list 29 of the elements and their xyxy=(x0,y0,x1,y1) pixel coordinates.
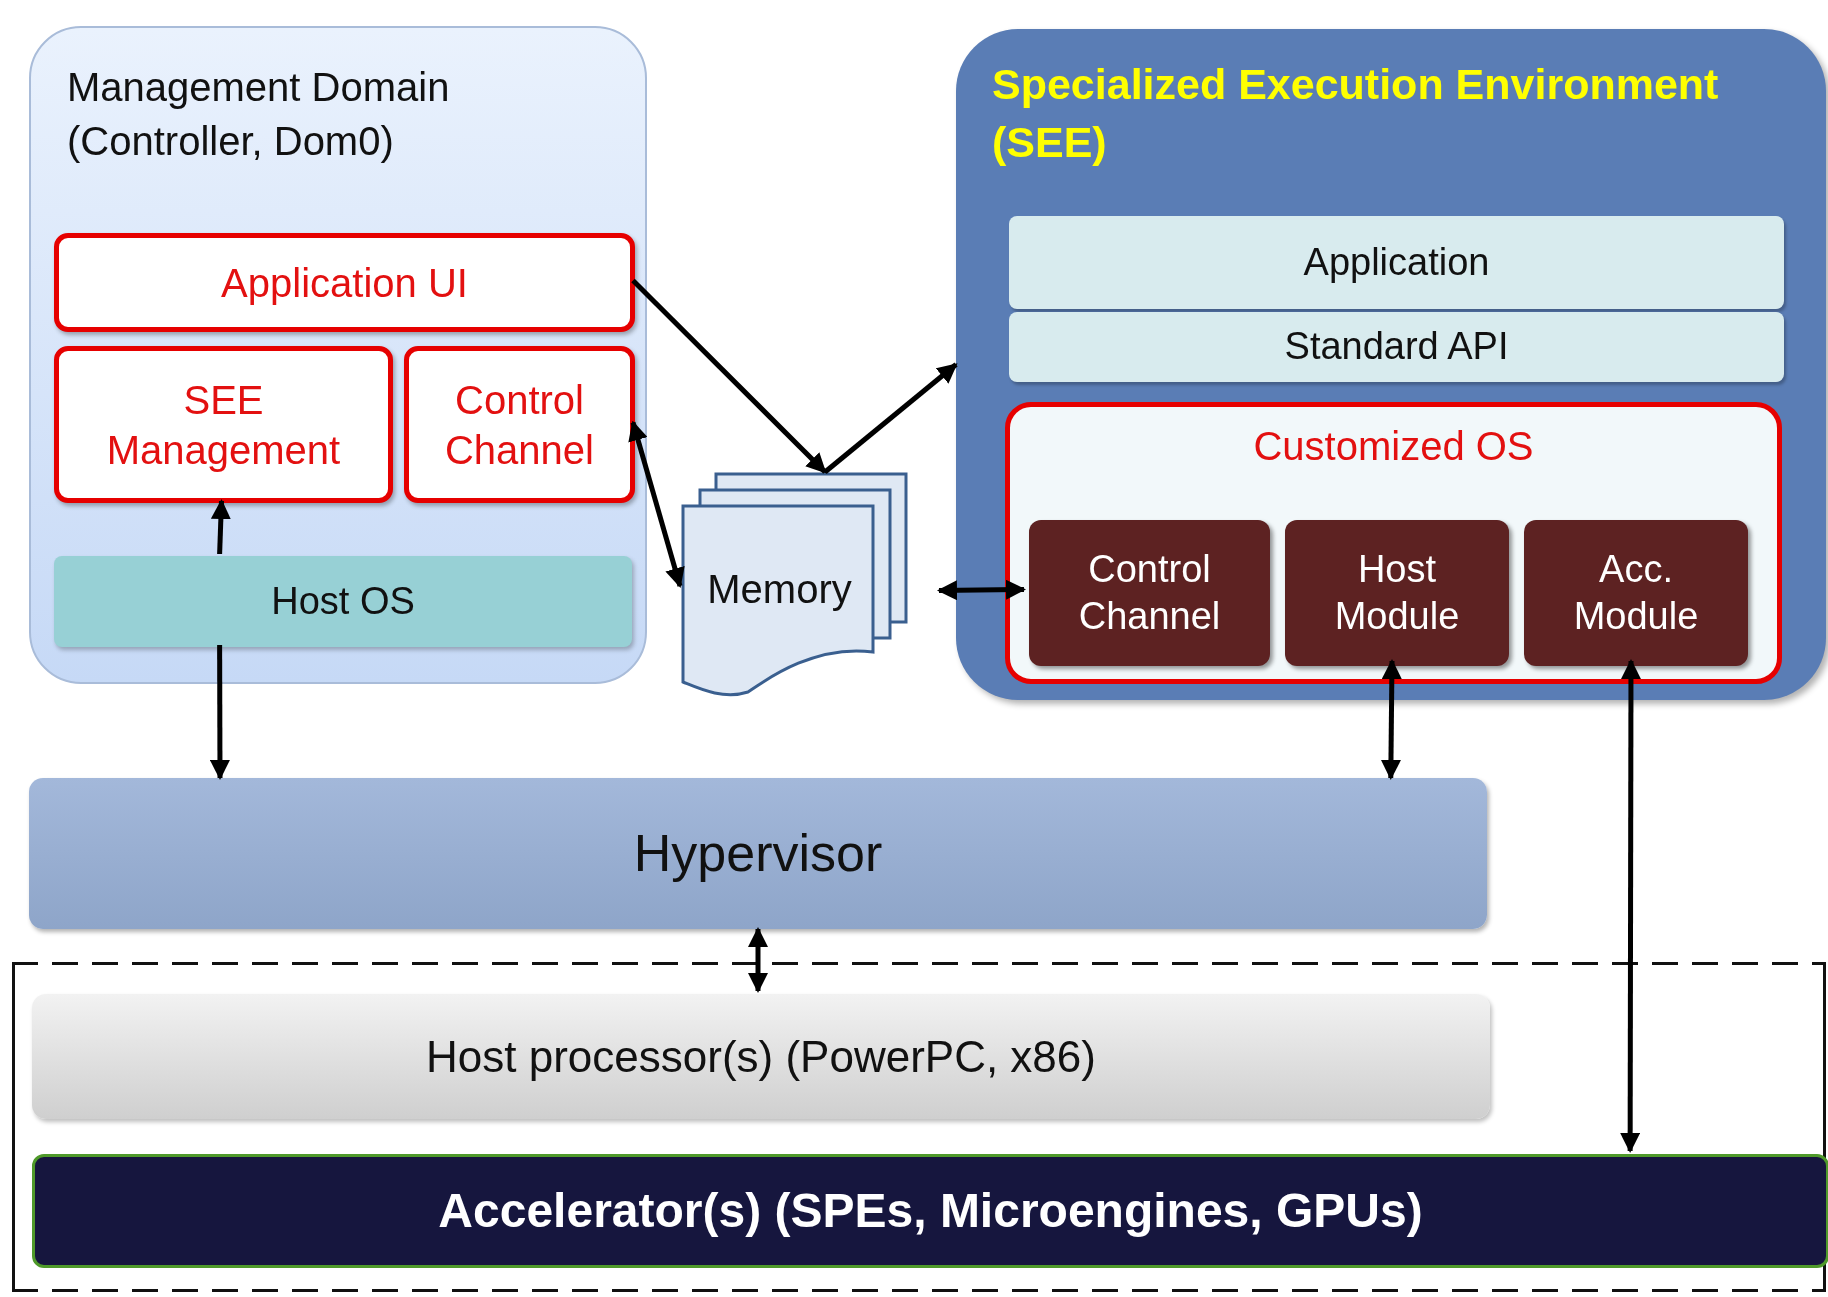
module-box: Acc. Module xyxy=(1524,520,1748,666)
arrow xyxy=(823,362,958,474)
arrow xyxy=(937,579,1026,601)
arrow xyxy=(210,499,231,555)
arrow xyxy=(628,420,685,588)
panel-title: Specialized Execution Environment (SEE) xyxy=(992,59,1720,169)
hypervisor-bar: Hypervisor xyxy=(29,778,1487,929)
component-box: Application UI xyxy=(54,233,635,332)
processor-bar: Host processor(s) (PowerPC, x86) xyxy=(32,994,1490,1119)
module-box: Control Channel xyxy=(1029,520,1270,666)
accelerator-bar: Accelerator(s) (SPEs, Microengines, GPUs) xyxy=(32,1154,1828,1268)
os-panel xyxy=(1005,402,1782,684)
module-box: Host Module xyxy=(1285,520,1509,666)
memory-label: Memory xyxy=(706,566,853,613)
arrow xyxy=(1620,659,1641,1153)
component-box: Control Channel xyxy=(404,346,635,503)
layer-box: Standard API xyxy=(1009,312,1784,382)
arrow xyxy=(209,645,230,780)
os-box: Host OS xyxy=(54,556,632,647)
arrow xyxy=(1380,659,1402,780)
dashed-group-box xyxy=(12,962,1826,1292)
arrow xyxy=(748,927,768,993)
panel-title: Management Domain (Controller, Dom0) xyxy=(67,64,451,165)
component-box: SEE Management xyxy=(54,346,393,503)
panel-title: Customized OS xyxy=(1252,423,1535,470)
arrow xyxy=(631,278,827,474)
layer-box: Application xyxy=(1009,216,1784,309)
environment-panel xyxy=(956,29,1826,700)
domain-panel xyxy=(29,26,647,684)
